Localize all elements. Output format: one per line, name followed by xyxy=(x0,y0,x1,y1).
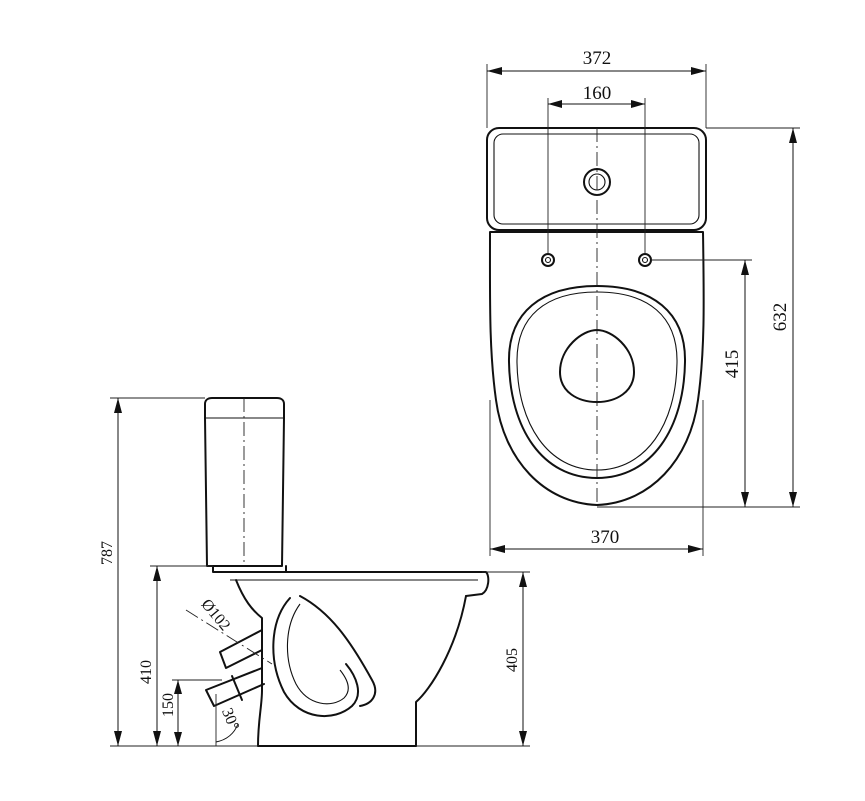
dim-405-arrow-bottom xyxy=(519,731,527,746)
dim-632-arrow-bottom xyxy=(789,492,797,507)
top-cistern-outline xyxy=(486,127,707,231)
fixing-hole-right-inner xyxy=(641,256,649,264)
side-view: 787 410 150 30° Ø102 405 xyxy=(99,397,530,747)
dim-150-arrow-bottom xyxy=(174,732,182,746)
top-view: 372 160 632 415 370 xyxy=(486,48,800,556)
dim-405-arrow-top xyxy=(519,572,527,587)
dim-372-label: 372 xyxy=(583,48,612,69)
dim-150-arrow-top xyxy=(174,680,182,694)
dim-160-label: 160 xyxy=(583,83,612,104)
dim-370-arrow-right xyxy=(688,545,703,553)
dim-160-arrow-right xyxy=(631,100,645,108)
side-outlet-pipe-lower xyxy=(205,667,265,707)
dim-632-label: 632 xyxy=(770,303,791,332)
side-cistern-outline xyxy=(204,397,285,567)
dim-787-arrow-top xyxy=(114,398,122,413)
dim-160-arrow-left xyxy=(548,100,562,108)
top-cistern-inner-outline xyxy=(493,133,700,225)
side-trapway-outer xyxy=(272,597,360,718)
dim-787-label: 787 xyxy=(99,541,116,565)
fixing-hole-left-inner xyxy=(544,256,552,264)
dim-415-arrow-top xyxy=(741,260,749,275)
top-drain-opening xyxy=(559,329,635,403)
side-trapway-top xyxy=(299,595,377,707)
dim-410-label: 410 xyxy=(138,660,155,684)
dim-410-arrow-top xyxy=(153,566,161,581)
side-bowl-back xyxy=(235,579,263,747)
side-outlet-cuff xyxy=(231,675,243,701)
dim-415-label: 415 xyxy=(722,350,743,379)
dim-405-label: 405 xyxy=(504,648,521,672)
dim-415-arrow-bottom xyxy=(741,492,749,507)
side-trapway-inner xyxy=(286,603,349,705)
fixing-hole-left-outer xyxy=(541,253,555,267)
top-bowl-outline xyxy=(488,231,705,506)
side-outlet-pipe-upper xyxy=(219,629,263,669)
side-bowl-front xyxy=(415,595,467,747)
dim-370-arrow-left xyxy=(490,545,505,553)
dim-372-arrow-left xyxy=(487,67,502,75)
dim-150-label: 150 xyxy=(160,693,177,717)
side-bowl-rim xyxy=(221,571,490,597)
dim-372-arrow-right xyxy=(691,67,706,75)
dim-370-label: 370 xyxy=(591,527,620,548)
angle-30-label: 30° xyxy=(218,706,242,733)
dim-410-arrow-bottom xyxy=(153,731,161,746)
dim-787-arrow-bottom xyxy=(114,731,122,746)
fixing-hole-right-outer xyxy=(638,253,652,267)
angle-30-arc xyxy=(215,723,239,743)
dim-632-arrow-top xyxy=(789,128,797,143)
side-outlet-axis xyxy=(185,609,273,665)
